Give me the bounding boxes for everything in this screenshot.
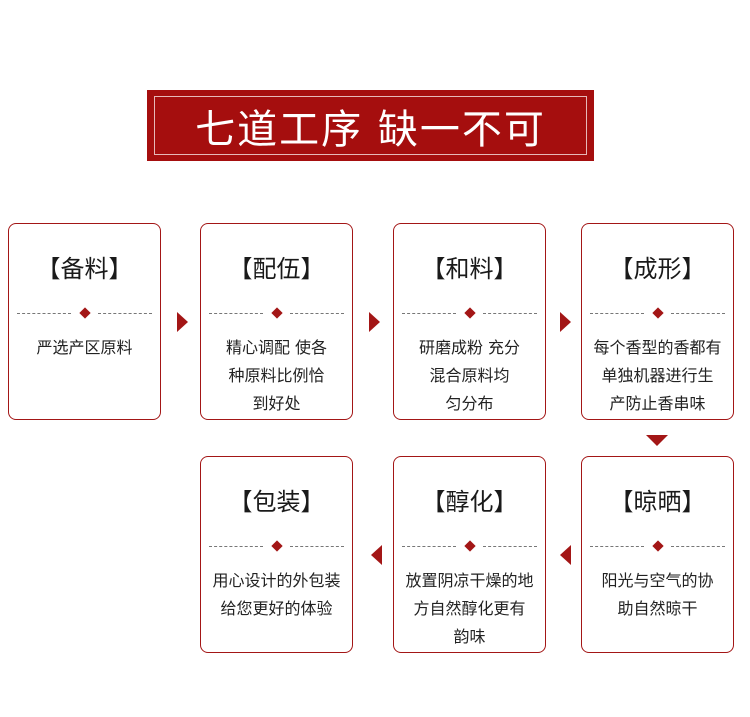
- diamond-icon: [463, 307, 476, 319]
- step-card-drying: 【晾晒】 阳光与空气的协 助自然晾干: [581, 456, 734, 653]
- description-line: 放置阴凉干燥的地: [405, 571, 534, 590]
- divider: [402, 540, 537, 553]
- step-title: 【醇化】: [421, 488, 518, 516]
- arrow-left-icon: [560, 545, 571, 565]
- dashed-line: [590, 546, 644, 547]
- step-card-prepare: 【备料】 严选产区原料: [8, 223, 161, 420]
- dashed-line: [483, 546, 537, 547]
- title-banner: 七道工序 缺一不可: [147, 90, 594, 161]
- step-title: 【包装】: [228, 488, 325, 516]
- divider: [590, 540, 725, 553]
- step-title: 【备料】: [36, 255, 133, 283]
- dashed-line: [671, 313, 725, 314]
- step-card-packaging: 【包装】 用心设计的外包装 给您更好的体验: [200, 456, 353, 653]
- description-line: 助自然晾干: [617, 599, 698, 618]
- description-line: 精心调配 使各: [225, 338, 328, 357]
- arrow-left-icon: [371, 545, 382, 565]
- description-line: 用心设计的外包装: [212, 571, 341, 590]
- step-card-compound: 【配伍】 精心调配 使各 种原料比例恰 到好处: [200, 223, 353, 420]
- description-line: 方自然醇化更有: [413, 599, 526, 618]
- step-title: 【成形】: [609, 255, 706, 283]
- description-line: 严选产区原料: [36, 338, 133, 357]
- diamond-icon: [463, 540, 476, 552]
- diamond-icon: [651, 540, 664, 552]
- dashed-line: [402, 313, 456, 314]
- step-description: 严选产区原料: [13, 334, 156, 362]
- step-description: 用心设计的外包装 给您更好的体验: [201, 567, 352, 623]
- description-line: 每个香型的香都有: [593, 338, 722, 357]
- diamond-icon: [270, 540, 283, 552]
- dashed-line: [402, 546, 456, 547]
- divider: [17, 307, 152, 320]
- description-line: 给您更好的体验: [220, 599, 333, 618]
- step-title: 【和料】: [421, 255, 518, 283]
- step-title: 【晾晒】: [609, 488, 706, 516]
- description-line: 研磨成粉 充分: [418, 338, 521, 357]
- dashed-line: [209, 313, 263, 314]
- description-line: 匀分布: [445, 394, 494, 413]
- step-card-aging: 【醇化】 放置阴凉干燥的地 方自然醇化更有 韵味: [393, 456, 546, 653]
- step-card-mixing: 【和料】 研磨成粉 充分 混合原料均 匀分布: [393, 223, 546, 420]
- dashed-line: [98, 313, 152, 314]
- description-line: 种原料比例恰: [228, 366, 325, 385]
- dashed-line: [483, 313, 537, 314]
- arrow-right-icon: [177, 312, 188, 332]
- step-card-forming: 【成形】 每个香型的香都有 单独机器进行生 产防止香串味: [581, 223, 734, 420]
- step-title: 【配伍】: [228, 255, 325, 283]
- description-line: 韵味: [453, 627, 486, 646]
- step-description: 阳光与空气的协 助自然晾干: [586, 567, 729, 623]
- divider: [209, 540, 344, 553]
- description-line: 混合原料均: [429, 366, 510, 385]
- dashed-line: [209, 546, 263, 547]
- dashed-line: [590, 313, 644, 314]
- step-description: 精心调配 使各 种原料比例恰 到好处: [205, 334, 348, 418]
- dashed-line: [17, 313, 71, 314]
- divider: [590, 307, 725, 320]
- step-description: 每个香型的香都有 单独机器进行生 产防止香串味: [582, 334, 733, 418]
- banner-title: 七道工序 缺一不可: [195, 106, 546, 153]
- dashed-line: [290, 313, 344, 314]
- diamond-icon: [651, 307, 664, 319]
- dashed-line: [671, 546, 725, 547]
- dashed-line: [290, 546, 344, 547]
- description-line: 产防止香串味: [609, 394, 706, 413]
- divider: [402, 307, 537, 320]
- diamond-icon: [78, 307, 91, 319]
- arrow-right-icon: [369, 312, 380, 332]
- description-line: 单独机器进行生: [601, 366, 714, 385]
- description-line: 阳光与空气的协: [601, 571, 714, 590]
- description-line: 到好处: [252, 394, 301, 413]
- step-description: 研磨成粉 充分 混合原料均 匀分布: [398, 334, 541, 418]
- arrow-right-icon: [560, 312, 571, 332]
- divider: [209, 307, 344, 320]
- diamond-icon: [270, 307, 283, 319]
- step-description: 放置阴凉干燥的地 方自然醇化更有 韵味: [394, 567, 545, 651]
- arrow-down-icon: [646, 435, 668, 446]
- banner-frame: 七道工序 缺一不可: [154, 96, 587, 155]
